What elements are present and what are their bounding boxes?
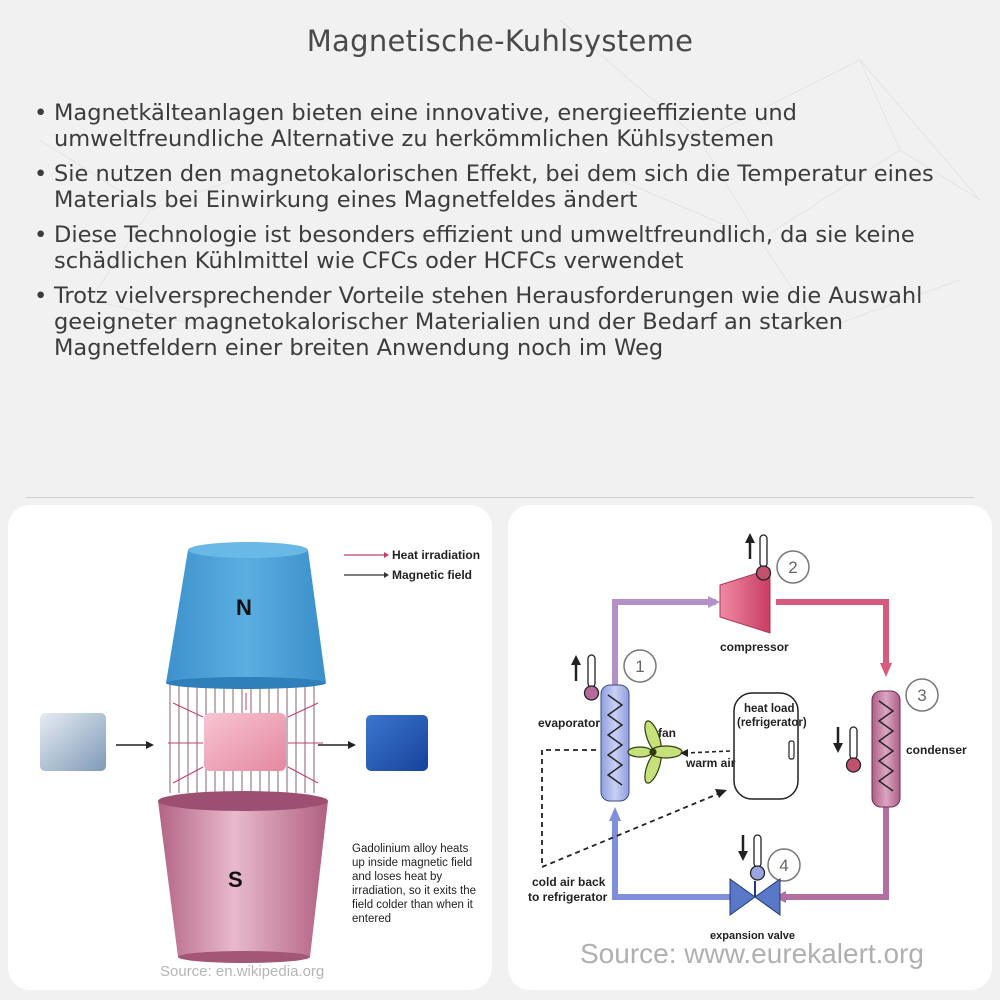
- output-arrow-icon: [348, 741, 356, 749]
- section-divider: [26, 497, 974, 498]
- refrigeration-cycle-card: compressor evaporator condenser 2 1 3 4: [508, 505, 992, 990]
- magnetocaloric-diagram: Heat irradiation Magnetic field N: [40, 542, 480, 980]
- evaporator-label: evaporator: [538, 716, 600, 730]
- bullet-list: Magnetkälteanlagen bieten eine innovativ…: [34, 100, 964, 370]
- evaporator-coil: [600, 684, 630, 802]
- cold-air-label: cold air back: [532, 875, 606, 889]
- warm-air-flow: [685, 750, 731, 754]
- north-pole-magnet: [166, 550, 326, 683]
- discharge-line: [776, 599, 889, 670]
- suction-line: [612, 599, 716, 685]
- bullet-item: Diese Technologie ist besonders effizien…: [34, 222, 964, 274]
- caption-line: field colder than when it: [352, 899, 474, 911]
- caption-line: irradiation, so it exits the: [352, 885, 476, 897]
- caption-line: up inside magnetic field: [352, 857, 472, 869]
- condenser-label: condenser: [906, 743, 967, 757]
- heat-load-label: heat load: [744, 703, 794, 715]
- thermometer-up-icon: [571, 654, 600, 701]
- thermometer-up-icon: [745, 533, 772, 581]
- south-label: S: [228, 867, 243, 892]
- step-3-number: 3: [917, 686, 926, 705]
- magnetocaloric-figure-card: Heat irradiation Magnetic field N: [8, 505, 492, 990]
- input-alloy-block: [40, 713, 106, 771]
- image-source: Source: en.wikipedia.org: [160, 963, 324, 980]
- bullet-item: Sie nutzen den magnetokalorischen Effekt…: [34, 161, 964, 213]
- step-2-badge: [776, 550, 810, 584]
- cold-air-sublabel: to refrigerator: [528, 890, 608, 904]
- liquid-line: [780, 805, 889, 900]
- legend-heat-label: Heat irradiation: [392, 548, 480, 562]
- image-source: Source: www.eurekalert.org: [580, 938, 924, 969]
- step-3-badge: [905, 678, 939, 712]
- thermometer-down-icon: [738, 834, 766, 881]
- input-arrow-icon: [146, 741, 154, 749]
- step-4-number: 4: [779, 856, 788, 875]
- legend-magnetic-label: Magnetic field: [392, 568, 472, 582]
- south-pole-magnet: [158, 801, 328, 957]
- refrigeration-cycle-diagram: compressor evaporator condenser 2 1 3 4: [528, 533, 967, 969]
- cooled-alloy-block: [366, 715, 428, 771]
- thermometer-down-icon: [833, 726, 862, 773]
- heated-alloy-block: [204, 713, 286, 771]
- condenser-coil: [871, 690, 901, 808]
- return-line: [612, 815, 730, 900]
- warm-air-label: warm air: [685, 756, 736, 770]
- step-4-badge: [767, 848, 801, 882]
- step-1-badge: [623, 649, 657, 683]
- bullet-item: Trotz vielversprechender Vorteile stehen…: [34, 283, 964, 361]
- expansion-valve-icon: [729, 878, 781, 916]
- refrigerator-icon: [733, 692, 799, 800]
- fan-label: fan: [658, 726, 676, 740]
- compressor-label: compressor: [720, 640, 789, 654]
- caption-line: Gadolinium alloy heats: [352, 843, 469, 855]
- cold-air-flow: [541, 749, 721, 869]
- caption-line: entered: [352, 913, 391, 925]
- north-label: N: [236, 595, 252, 620]
- compressor-icon: [719, 568, 771, 634]
- heat-load-sublabel: (refrigerator): [737, 717, 807, 729]
- bullet-item: Magnetkälteanlagen bieten eine innovativ…: [34, 100, 964, 152]
- caption-line: and loses heat by: [352, 871, 442, 883]
- expansion-valve-label: expansion valve: [710, 930, 795, 942]
- page-title: Magnetische-Kuhlsysteme: [306, 24, 694, 58]
- step-1-number: 1: [635, 657, 644, 676]
- step-2-number: 2: [788, 558, 797, 577]
